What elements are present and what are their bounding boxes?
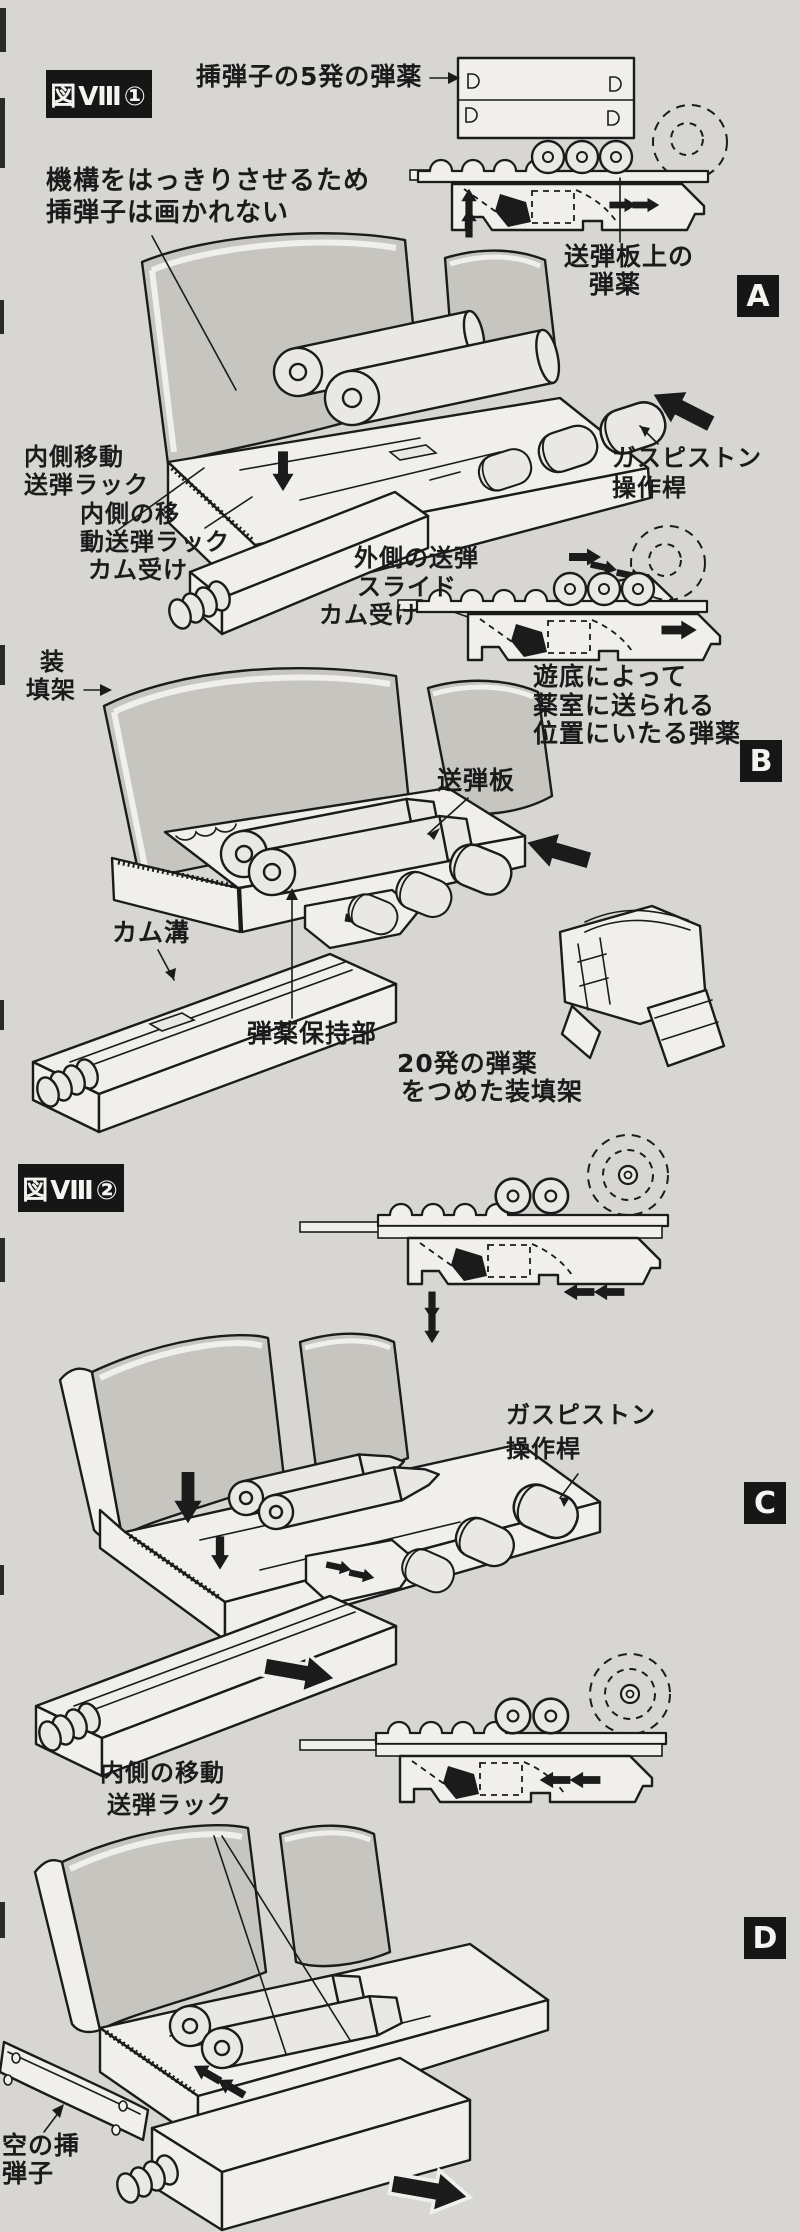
inner-rack-cam-line2: 動送弾ラック (80, 528, 230, 556)
cross-section-a (409, 104, 728, 243)
receiver-view-b (31, 667, 594, 1134)
inner-rack-line2: 送弾ラック (24, 471, 149, 499)
outer-slide-line2: スライド (357, 573, 457, 601)
gas-piston-a-line2: 操作桿 (612, 474, 687, 502)
plate-ammo-line1: 送弾板上の (564, 242, 695, 271)
cam-groove-label: カム溝 (112, 918, 191, 947)
figure1-tag: 図Ⅷ① (46, 70, 152, 118)
inner-rack-d-line1: 内側の移動 (100, 1759, 225, 1787)
cross-section-d (299, 1652, 672, 1804)
chambered-line1: 遊底によって (533, 662, 688, 691)
gas-piston-c-line1: ガスピストン (506, 1401, 656, 1429)
chambered-line2: 薬室に送られる (533, 691, 716, 720)
inner-rack-cam-line1: 内側の移 (80, 500, 180, 528)
gas-piston-c-line2: 操作桿 (506, 1435, 581, 1463)
rack20-line2: をつめた装填架 (401, 1077, 584, 1106)
panel-letter-d: D (744, 1917, 786, 1959)
inner-rack-line1: 内側移動 (24, 443, 124, 471)
loading-rack-line2: 填架 (26, 676, 76, 704)
gas-piston-a-line1: ガスピストン (612, 444, 762, 472)
outer-slide-line1: 外側の送弾 (354, 544, 479, 572)
panel-letter-a: A (737, 275, 779, 317)
outer-slide-line3: カム受け (319, 601, 419, 629)
inner-rack-cam-line3: カム受け (88, 556, 188, 584)
panel-letter-c: C (744, 1482, 786, 1524)
rack20-line1: 20発の弾薬 (397, 1049, 538, 1078)
receiver-view-c (34, 1332, 602, 1778)
panel-letter-b: B (740, 740, 782, 782)
plate-ammo-line2: 弾薬 (589, 270, 642, 299)
clip-ammo-label: 挿弾子の5発の弾薬 (196, 62, 423, 91)
cross-section-b (397, 525, 722, 662)
cross-section-c (299, 1133, 670, 1344)
clip-drawing (429, 56, 636, 140)
loading-rack-line1: 装 (40, 648, 65, 676)
empty-clip-line1: 空の挿 (2, 2131, 81, 2160)
figure2-tag: 図Ⅷ② (18, 1164, 124, 1212)
ammo-holder-label: 弾薬保持部 (247, 1019, 378, 1048)
note-line1: 機構をはっきりさせるため (46, 166, 371, 196)
scan-edge-artifacts (0, 8, 6, 1938)
receiver-view-d (33, 1823, 550, 2232)
empty-clip-drawing (0, 2040, 150, 2142)
feed-plate-label: 送弾板 (437, 766, 516, 795)
empty-clip-line2: 弾子 (2, 2159, 55, 2188)
inner-rack-d-line2: 送弾ラック (107, 1791, 232, 1819)
chambered-line3: 位置にいたる弾薬 (533, 719, 742, 748)
note-line2: 挿弾子は画かれない (46, 198, 290, 228)
loaded-rack-drawing (558, 904, 726, 1068)
